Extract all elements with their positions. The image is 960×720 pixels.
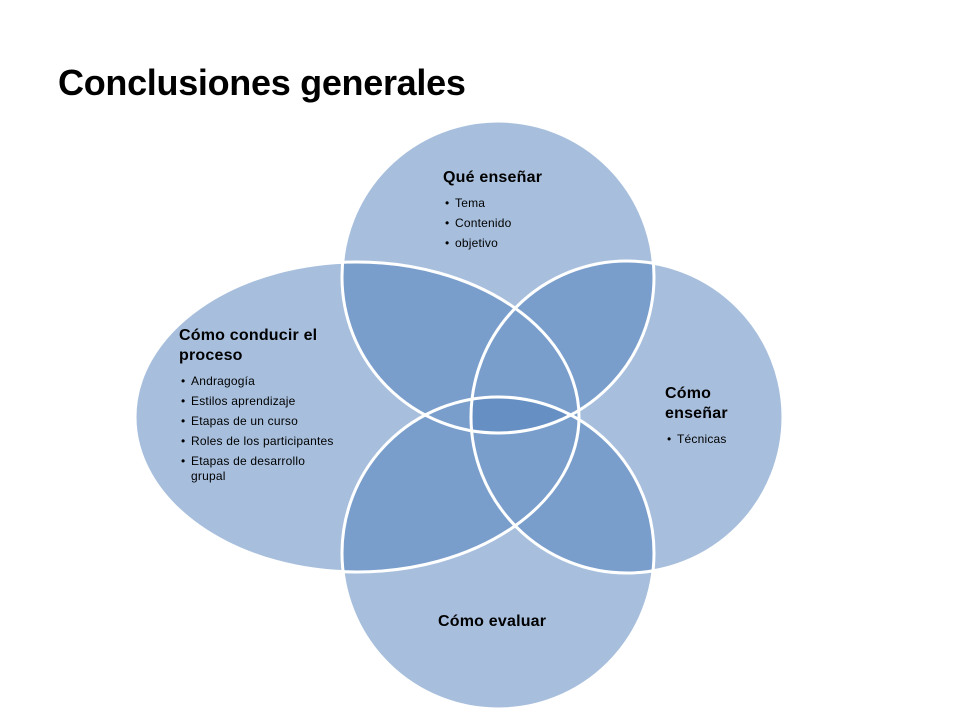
list-como-ensenar: Técnicas [665, 432, 755, 447]
list-item: Técnicas [667, 432, 755, 447]
list-item: Etapas de desarrollo grupal [181, 454, 339, 484]
block-que-ensenar: Qué enseñar Tema Contenido objetivo [443, 168, 583, 256]
list-item: Estilos aprendizaje [181, 394, 339, 409]
outline-right [469, 259, 785, 575]
list-como-conducir: Andragogía Estilos aprendizaje Etapas de… [179, 374, 339, 484]
block-como-conducir: Cómo conducir el proceso Andragogía Esti… [179, 326, 339, 489]
slide-title: Conclusiones generales [58, 62, 466, 103]
outline-bottom [340, 395, 656, 711]
list-item: Roles de los participantes [181, 434, 339, 449]
list-item: objetivo [445, 236, 583, 251]
heading-que-ensenar: Qué enseñar [443, 169, 543, 186]
outline-top [340, 119, 656, 435]
heading-como-evaluar: Cómo evaluar [438, 613, 547, 630]
list-item: Andragogía [181, 374, 339, 389]
heading-como-conducir: Cómo conducir el proceso [179, 327, 318, 364]
heading-como-ensenar: Cómo enseñar [665, 385, 728, 422]
block-como-ensenar: Cómo enseñar Técnicas [665, 384, 755, 452]
list-item: Tema [445, 196, 583, 211]
list-item: Etapas de un curso [181, 414, 339, 429]
list-que-ensenar: Tema Contenido objetivo [443, 196, 583, 251]
outline-left [133, 260, 581, 574]
list-item: Contenido [445, 216, 583, 231]
block-como-evaluar: Cómo evaluar [438, 612, 588, 632]
